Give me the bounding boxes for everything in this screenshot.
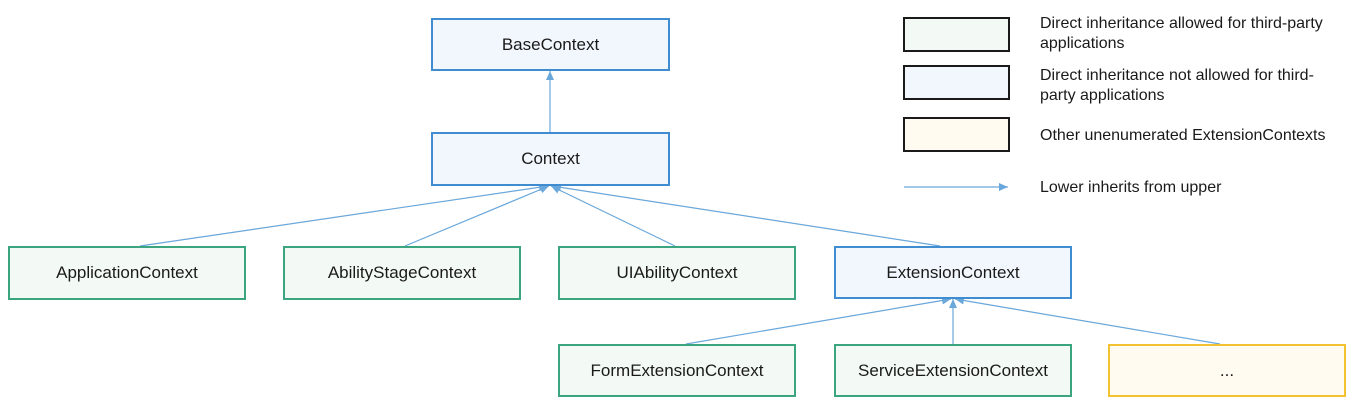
node-uiabilitycontext: UIAbilityContext	[558, 246, 796, 300]
node-abilitystagecontext-label: AbilityStageContext	[327, 263, 477, 282]
edge-formextensioncontext-to-extensioncontext	[685, 296, 952, 345]
legend-text-not-allowed: Direct inheritance not allowed for third…	[1040, 67, 1314, 104]
node-formextensioncontext-label: FormExtensionContext	[590, 360, 764, 380]
node-context: Context	[431, 132, 670, 186]
node-context-label: Context	[521, 149, 580, 168]
legend-text-other: Other unenumerated ExtensionContexts	[1040, 127, 1326, 144]
node-extensioncontext: ExtensionContext	[834, 246, 1072, 299]
node-other-extensioncontext-label: ...	[1219, 360, 1235, 380]
node-serviceextensioncontext-label: ServiceExtensionContext	[858, 360, 1048, 380]
node-extensioncontext-label: ExtensionContext	[886, 262, 1020, 282]
edge-applicationcontext-to-context	[139, 183, 549, 247]
legend-text-arrow: Lower inherits from upper	[1040, 179, 1222, 196]
legend-swatch-not-allowed	[903, 65, 1010, 100]
node-serviceextensioncontext: ServiceExtensionContext	[834, 344, 1072, 397]
legend-swatch-allowed	[903, 17, 1010, 52]
node-uiabilitycontext-label: UIAbilityContext	[616, 263, 738, 282]
node-applicationcontext: ApplicationContext	[8, 246, 246, 300]
legend-swatch-other	[903, 117, 1010, 152]
edge-other-to-extensioncontext	[954, 296, 1221, 345]
edge-uiabilitycontext-to-context	[550, 185, 676, 247]
legend-text-allowed: Direct inheritance allowed for third-par…	[1040, 15, 1323, 52]
node-basecontext: BaseContext	[431, 18, 670, 71]
node-formextensioncontext: FormExtensionContext	[558, 344, 796, 397]
node-applicationcontext-label: ApplicationContext	[56, 263, 198, 282]
edge-abilitystagecontext-to-context	[404, 185, 550, 247]
node-other-extensioncontext: ...	[1108, 344, 1346, 397]
node-basecontext-label: BaseContext	[501, 34, 600, 54]
edge-extensioncontext-to-context	[551, 183, 941, 247]
node-abilitystagecontext: AbilityStageContext	[283, 246, 521, 300]
